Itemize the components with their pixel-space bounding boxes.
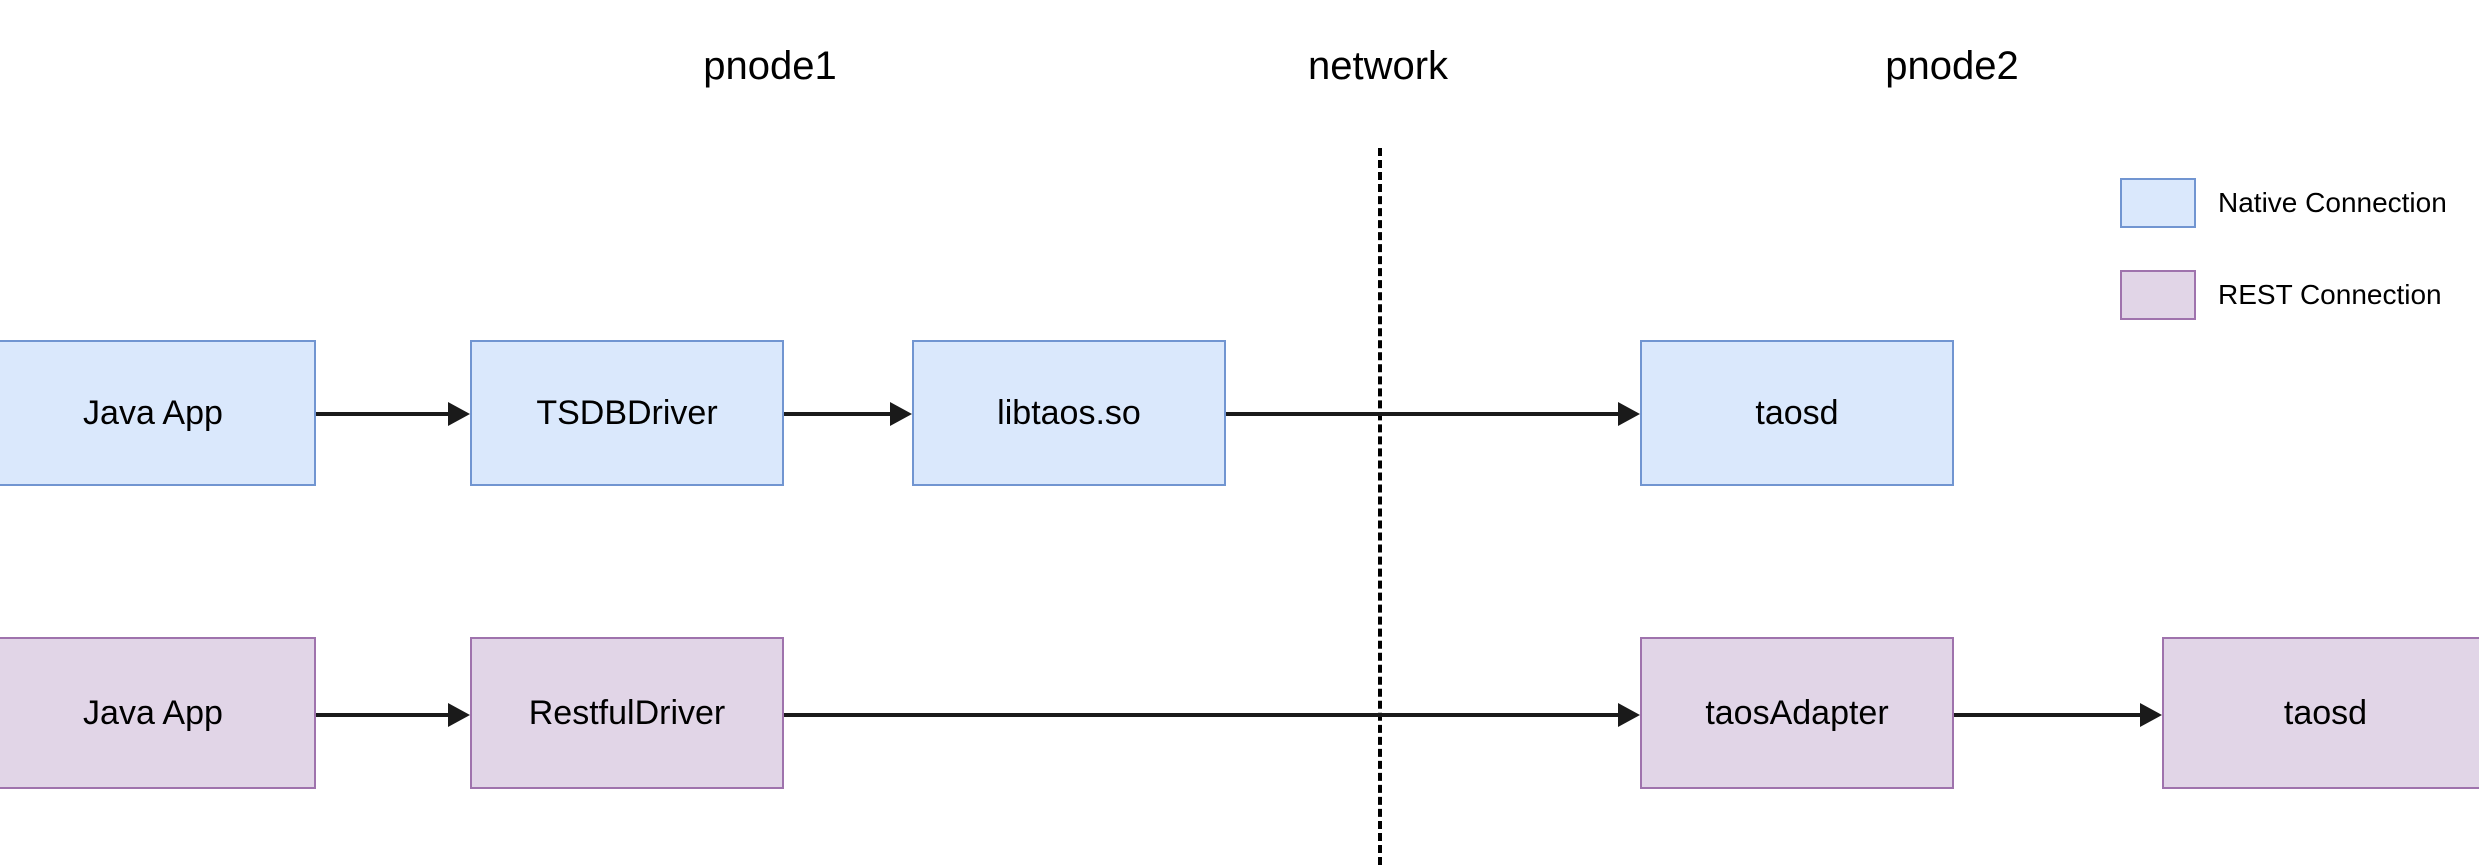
- node-label: libtaos.so: [997, 394, 1141, 432]
- node-taosd-native[interactable]: taosd: [1640, 340, 1954, 486]
- node-label: Java App: [83, 694, 223, 732]
- node-label: taosd: [2283, 694, 2368, 732]
- arrowhead-icon-tsdbdriver: [448, 402, 470, 426]
- node-java-app-native[interactable]: Java App: [0, 340, 316, 486]
- arrowhead-icon-restfuldriver: [448, 703, 470, 727]
- arrowhead-icon-taosadapter: [1618, 703, 1640, 727]
- node-label: taosd: [1755, 394, 1839, 432]
- arrowhead-icon-libtaos: [890, 402, 912, 426]
- zone-label-network: network: [1307, 44, 1449, 88]
- node-taosd-rest[interactable]: taosd: [2162, 637, 2479, 789]
- node-taos-adapter[interactable]: taosAdapter: [1640, 637, 1954, 789]
- edge-tsdbdriver-to-libtaos: [784, 412, 890, 416]
- edge-javaapp-to-restfuldriver: [316, 713, 448, 717]
- node-java-app-rest[interactable]: Java App: [0, 637, 316, 789]
- arrowhead-icon-taosd-native: [1618, 402, 1640, 426]
- legend-swatch-native-icon: [2120, 178, 2196, 228]
- node-libtaos-so[interactable]: libtaos.so: [912, 340, 1226, 486]
- legend-item-rest-connection: REST Connection: [2120, 270, 2442, 320]
- node-restful-driver[interactable]: RestfulDriver: [470, 637, 784, 789]
- zone-label-pnode2: pnode2: [1885, 44, 2019, 88]
- arrowhead-icon-taosd-rest: [2140, 703, 2162, 727]
- legend-swatch-rest-icon: [2120, 270, 2196, 320]
- zone-label-pnode1: pnode1: [703, 44, 837, 88]
- node-label: Java App: [83, 394, 223, 432]
- node-label: taosAdapter: [1705, 694, 1889, 732]
- node-tsdb-driver[interactable]: TSDBDriver: [470, 340, 784, 486]
- network-boundary-divider: [1378, 148, 1382, 865]
- edge-libtaos-to-taosd: [1226, 412, 1618, 416]
- edge-taosadapter-to-taosd: [1954, 713, 2140, 717]
- node-label: TSDBDriver: [536, 394, 718, 432]
- legend-item-native-connection: Native Connection: [2120, 178, 2447, 228]
- legend-label-rest: REST Connection: [2218, 279, 2442, 310]
- legend-label-native: Native Connection: [2218, 187, 2447, 218]
- node-label: RestfulDriver: [528, 694, 726, 732]
- edge-restfuldriver-to-taosadapter: [784, 713, 1618, 717]
- edge-javaapp-to-tsdbdriver: [316, 412, 448, 416]
